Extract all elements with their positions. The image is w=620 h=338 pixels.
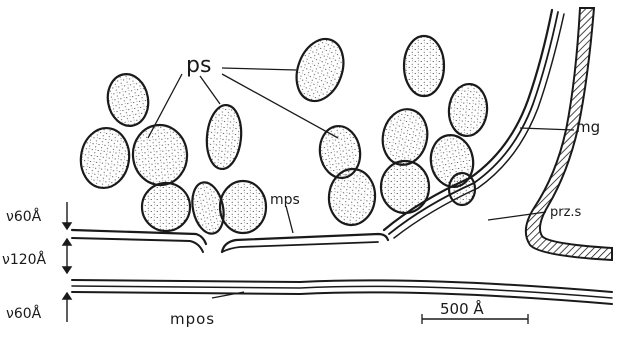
vesicle-3: [130, 123, 189, 187]
vesicle-12: [447, 82, 489, 137]
vesicle-1: [104, 71, 152, 129]
vesicle-7: [204, 104, 243, 171]
mps-label: mps: [270, 192, 300, 208]
dimension-markers: [63, 202, 71, 322]
postsynaptic-membrane: [72, 280, 612, 304]
vesicle-8: [288, 32, 351, 107]
scale-bar: 500 Å: [422, 299, 528, 324]
vesicle-11: [404, 36, 444, 96]
vesicle-13: [378, 105, 433, 169]
mg-label: mg: [576, 118, 600, 136]
mpos-label: mpos: [170, 310, 215, 328]
vesicle-6: [220, 181, 266, 233]
vesicle-2: [77, 125, 133, 191]
przs-label: prz.s: [550, 205, 582, 220]
vesicle-4: [142, 183, 190, 231]
ps-label: ps: [186, 53, 211, 78]
dimension-label-bottom: ν60Å: [6, 305, 42, 322]
dimension-label-middle: ν120Å: [2, 251, 47, 268]
scale-bar-label: 500 Å: [440, 299, 484, 318]
dimension-label-top: ν60Å: [6, 208, 42, 225]
vesicle-15: [381, 161, 429, 213]
